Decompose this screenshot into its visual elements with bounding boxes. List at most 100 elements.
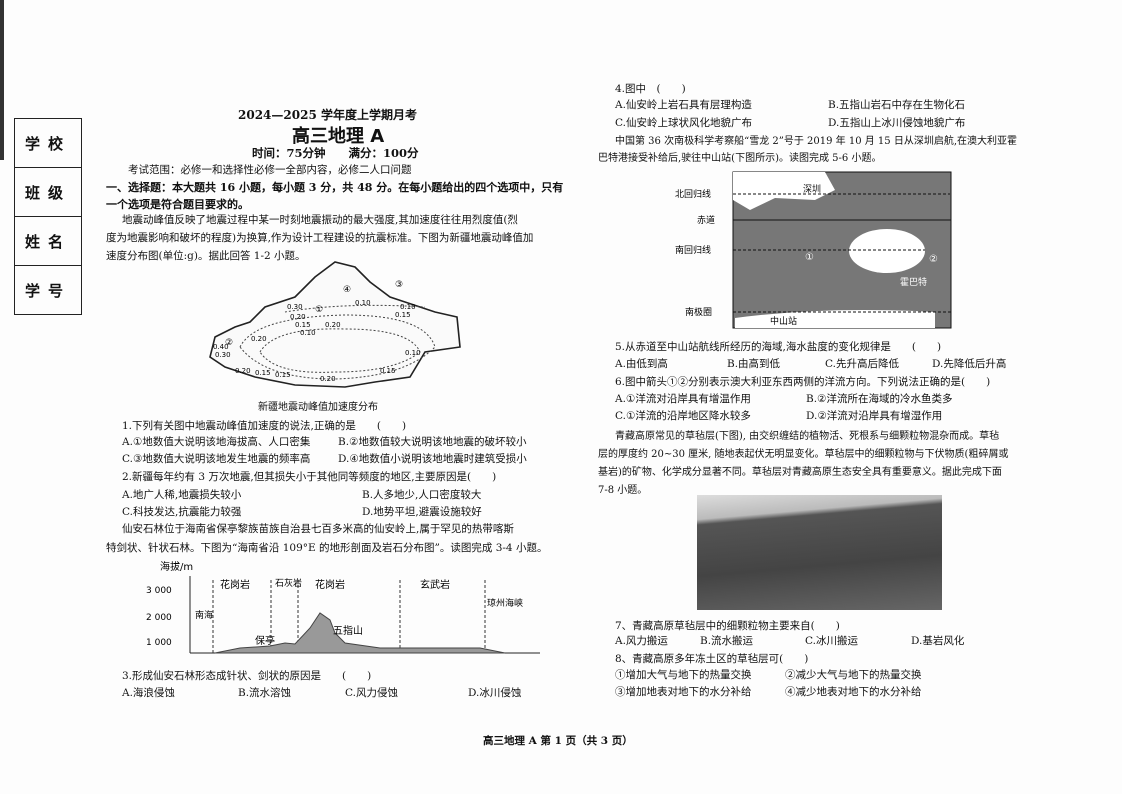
page-footer: 高三地理 A 第 1 页（共 3 页） bbox=[483, 735, 633, 747]
q8-statement-1: ①增加大气与地下的热量交换 bbox=[615, 669, 752, 681]
passage-line: 中国第 36 次南极科学考察船“雪龙 2”号于 2019 年 10 月 15 日… bbox=[615, 136, 1017, 147]
zone-limestone: 石灰岩 bbox=[275, 577, 302, 589]
student-id-field: 学号 bbox=[24, 281, 71, 300]
q6-option-d[interactable]: D.②洋流对沿岸具有增湿作用 bbox=[806, 410, 943, 422]
current-marker-2: ② bbox=[929, 254, 938, 265]
q3-option-b[interactable]: B.流水溶蚀 bbox=[238, 687, 292, 699]
marker-2: ② bbox=[225, 338, 233, 348]
marker-1: ① bbox=[315, 305, 323, 315]
contour-label: 0.30 bbox=[215, 351, 231, 359]
exam-scope: 考试范围：必修一和选择性必修一全部内容，必修二人口问题 bbox=[128, 164, 412, 176]
contour-label: 0.15 bbox=[275, 371, 291, 379]
passage-line: 速度分布图(单位:g)。据此回答 1-2 小题。 bbox=[106, 250, 306, 262]
q4-option-d[interactable]: D.五指山上冰川侵蚀地貌广布 bbox=[828, 117, 966, 129]
question-7: 7、青藏高原草毡层中的细颗粒物主要来自( ) bbox=[615, 620, 840, 632]
q2-option-d[interactable]: D.地势平坦,避震设施较好 bbox=[362, 506, 482, 518]
q5-option-d[interactable]: D.先降低后升高 bbox=[932, 358, 1007, 370]
contour-label: 0.10 bbox=[400, 303, 416, 311]
zone-granite-2: 花岗岩 bbox=[315, 578, 345, 591]
y-tick: 3 000 bbox=[146, 586, 172, 596]
question-5: 5.从赤道至中山站航线所经历的海域,海水盐度的变化规律是 ( ) bbox=[615, 341, 942, 353]
contour-label: 0.15 bbox=[295, 321, 311, 329]
q5-option-a[interactable]: A.由低到高 bbox=[615, 358, 668, 370]
q6-option-c[interactable]: C.①洋流的沿岸地区降水较多 bbox=[615, 410, 751, 422]
zone-granite-1: 花岗岩 bbox=[220, 578, 250, 591]
q6-option-a[interactable]: A.①洋流对沿岸具有增温作用 bbox=[615, 393, 751, 405]
q5-option-c[interactable]: C.先升高后降低 bbox=[825, 358, 899, 370]
section-heading-cont: 一个选项是符合题目要求的。 bbox=[106, 198, 249, 211]
question-6: 6.图中箭头①②分别表示澳大利亚东西两侧的洋流方向。下列说法正确的是( ) bbox=[615, 376, 991, 388]
xinjiang-seismic-map: 0.30 0.10 0.10 0.15 0.20 0.10 0.40 0.30 … bbox=[209, 261, 461, 388]
contour-label: 0.40 bbox=[213, 343, 229, 351]
place-zhongshan-station: 中山站 bbox=[770, 315, 797, 327]
q1-option-c[interactable]: C.③地数值大说明该地发生地震的频率高 bbox=[122, 453, 311, 465]
contour-label: 0.15 bbox=[395, 311, 411, 319]
y-tick: 1 000 bbox=[146, 638, 172, 648]
question-1: 1.下列有关图中地震动峰值加速度的说法,正确的是 ( ) bbox=[122, 420, 407, 432]
contour-label: 0.15 bbox=[380, 367, 396, 375]
student-info-box: 学校 班级 姓名 学号 bbox=[14, 118, 82, 315]
q2-option-b[interactable]: B.人多地少,人口密度较大 bbox=[362, 489, 482, 501]
q1-option-d[interactable]: D.④地数值小说明该地地震时建筑受损小 bbox=[338, 453, 527, 465]
passage-line: 巴特港接受补给后,驶往中山站(下图所示)。读图完成 5-6 小题。 bbox=[598, 153, 882, 164]
q3-option-a[interactable]: A.海浪侵蚀 bbox=[122, 687, 175, 699]
question-8: 8、青藏高原多年冻土区的草毡层可( ) bbox=[615, 653, 809, 665]
antarctic-route-map: 北回归线 赤道 南回归线 南极圈 深圳 霍巴特 中山站 ① ② bbox=[675, 171, 952, 329]
contour-label: 0.20 bbox=[320, 375, 336, 383]
passage-line: 特剑状、针状石林。下图为“海南省沿 109°E 的地形剖面及岩石分布图”。读图完… bbox=[106, 542, 548, 554]
q4-option-a[interactable]: A.仙安岭上岩石具有层理构造 bbox=[615, 99, 752, 111]
tropic-capricorn-label: 南回归线 bbox=[675, 244, 711, 256]
left-sea-label: 南海 bbox=[195, 609, 213, 621]
contour-label: 0.20 bbox=[235, 367, 251, 375]
right-sea-label: 琼州海峡 bbox=[487, 597, 523, 609]
school-field: 学校 bbox=[15, 119, 81, 168]
place-shenzhen: 深圳 bbox=[803, 184, 821, 195]
zone-basalt: 玄武岩 bbox=[420, 578, 450, 591]
contour-label: 0.10 bbox=[405, 349, 421, 357]
place-wuzhishan: 五指山 bbox=[333, 624, 363, 637]
contour-label: 0.15 bbox=[255, 369, 271, 377]
map-caption: 新疆地震动峰值加速度分布 bbox=[258, 402, 378, 413]
place-hobart: 霍巴特 bbox=[900, 276, 927, 288]
time-score: 时间：75分钟 满分：100分 bbox=[252, 146, 419, 160]
section-heading: 一、选择题：本大题共 16 小题，每小题 3 分，共 48 分。在每小题给出的四… bbox=[106, 181, 564, 194]
q1-option-a[interactable]: A.①地数值大说明该地海拔高、人口密集 bbox=[122, 436, 311, 448]
q6-option-b[interactable]: B.②洋流所在海域的冷水鱼类多 bbox=[806, 393, 953, 405]
current-marker-1: ① bbox=[805, 252, 814, 263]
q8-statement-4: ④减少地表对地下的水分补给 bbox=[785, 686, 922, 698]
q3-option-c[interactable]: C.风力侵蚀 bbox=[345, 687, 398, 699]
passage-line: 地震动峰值反映了地震过程中某一时刻地震振动的最大强度,其加速度往往用烈度值(烈 bbox=[122, 214, 518, 226]
marker-4: ④ bbox=[343, 285, 351, 295]
q4-option-b[interactable]: B.五指山岩石中存在生物化石 bbox=[828, 99, 966, 111]
place-baoting: 保亭 bbox=[255, 634, 275, 647]
contour-label: 0.10 bbox=[355, 299, 371, 307]
class-field: 班级 bbox=[15, 168, 81, 217]
passage-line: 基岩)的矿物、化学成分显著不同。草毡层对青藏高原生态安全具有重要意义。据此完成下… bbox=[598, 467, 1002, 478]
y-axis-label: 海拔/m bbox=[160, 560, 193, 573]
passage-line: 度为地震影响和破坏的程度)为换算,作为设计工程建设的抗震标准。下图为新疆地震动峰… bbox=[106, 232, 534, 244]
contour-label: 0.10 bbox=[300, 329, 316, 337]
name-field: 姓名 bbox=[15, 217, 81, 266]
q2-option-c[interactable]: C.科技发达,抗震能力较强 bbox=[122, 506, 242, 518]
tropic-cancer-label: 北回归线 bbox=[675, 188, 711, 200]
q5-option-b[interactable]: B.由高到低 bbox=[727, 358, 781, 370]
equator-label: 赤道 bbox=[697, 214, 715, 226]
marker-3: ③ bbox=[395, 280, 403, 290]
passage-line: 层的厚度约 20~30 厘米, 随地表起伏无明显变化。草毡层中的细颗粒物与下伏物… bbox=[598, 449, 1009, 460]
q4-option-c[interactable]: C.仙安岭上球状风化地貌广布 bbox=[615, 117, 752, 129]
q7-option-b[interactable]: B.流水搬运 bbox=[700, 635, 754, 647]
antarctic-circle-label: 南极圈 bbox=[685, 306, 712, 318]
contour-label: 0.20 bbox=[290, 313, 306, 321]
q7-option-d[interactable]: D.基岩风化 bbox=[911, 635, 965, 647]
contour-label: 0.20 bbox=[325, 321, 341, 329]
q7-option-c[interactable]: C.冰川搬运 bbox=[805, 635, 858, 647]
question-3: 3.形成仙安石林形态成针状、剑状的原因是 ( ) bbox=[122, 670, 372, 682]
q2-option-a[interactable]: A.地广人稀,地震损失较小 bbox=[122, 489, 242, 501]
q1-option-b[interactable]: B.②地数值较大说明该地地震的破坏较小 bbox=[338, 436, 527, 448]
hainan-terrain-profile: 海拔/m 3 000 2 000 1 000 花岗岩 石灰岩 花岗岩 玄武岩 南… bbox=[146, 560, 540, 654]
q8-statement-3: ③增加地表对地下的水分补给 bbox=[615, 686, 752, 698]
q3-option-d[interactable]: D.冰川侵蚀 bbox=[468, 687, 522, 699]
q7-option-a[interactable]: A.风力搬运 bbox=[615, 635, 668, 647]
exam-term: 2024—2025 学年度上学期月考 bbox=[238, 108, 417, 122]
